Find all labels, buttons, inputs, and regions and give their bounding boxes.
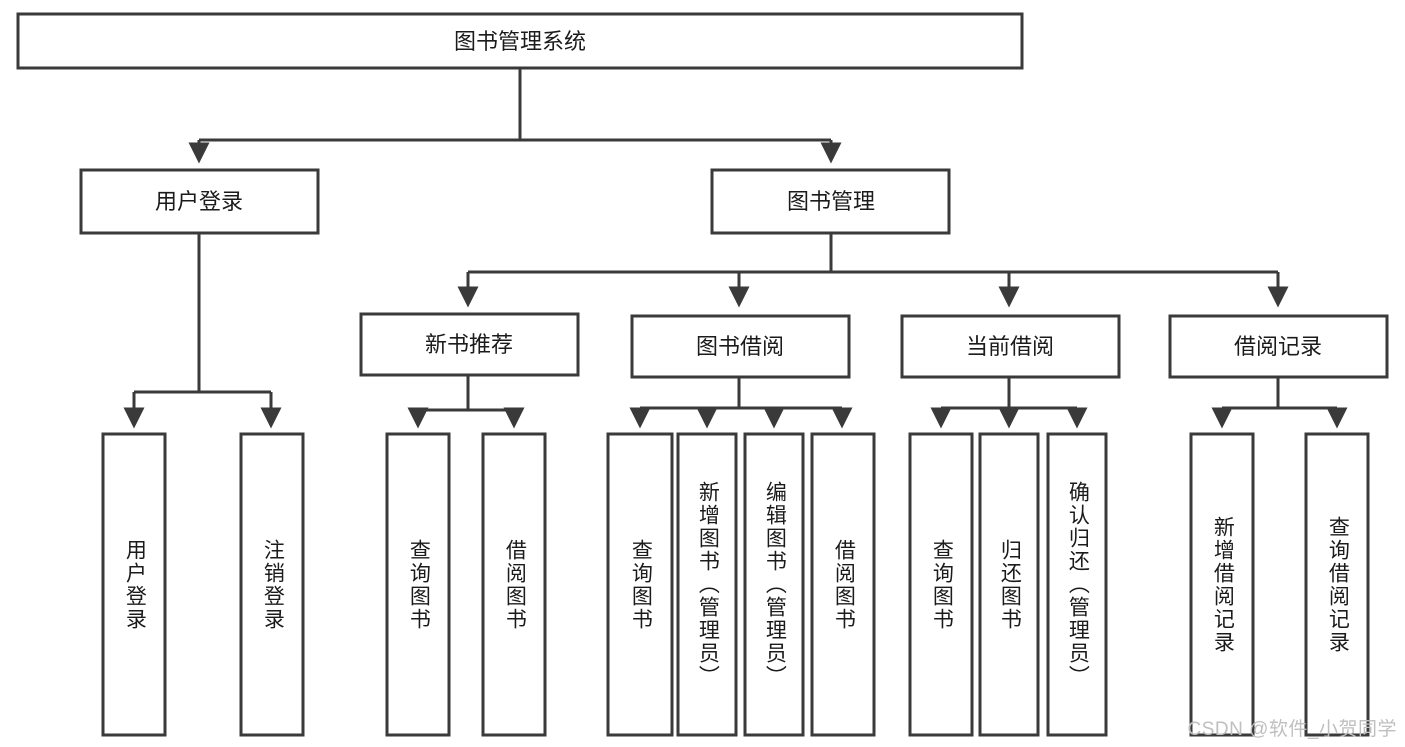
- watermark-text: CSDN @软件_小贺同学: [1187, 719, 1397, 740]
- level3-box-1[interactable]: [630, 314, 851, 379]
- level3-box-3[interactable]: [1168, 314, 1389, 379]
- leaf-box-9[interactable]: [978, 432, 1040, 737]
- connectors-book-mgmt-to-level3: [457, 233, 1289, 308]
- level3-label-2: 当前借阅: [966, 334, 1054, 359]
- level3-label-1: 图书借阅: [696, 334, 784, 359]
- leaf-boxes: [101, 432, 1370, 737]
- leaf-box-2[interactable]: [385, 432, 451, 737]
- leaf-box-8[interactable]: [908, 432, 974, 737]
- root-box[interactable]: [16, 12, 1024, 70]
- leaf-box-12[interactable]: [1304, 432, 1370, 737]
- leaf-box-4[interactable]: [606, 432, 674, 737]
- connectors-borrow-to-leaves: [629, 377, 853, 429]
- level2-box-1[interactable]: [710, 168, 951, 235]
- level3-box-0[interactable]: [359, 312, 580, 377]
- level2-label-0: 用户登录: [155, 189, 243, 214]
- connectors-user-login-to-leaves: [123, 233, 282, 429]
- node-root[interactable]: 图书管理系统: [16, 12, 1024, 70]
- level3-label-0: 新书推荐: [425, 332, 513, 357]
- node-book-borrow[interactable]: 图书借阅: [630, 314, 851, 379]
- node-borrow-records[interactable]: 借阅记录: [1168, 314, 1389, 379]
- leaf-box-10[interactable]: [1046, 432, 1108, 737]
- leaf-box-7[interactable]: [810, 432, 876, 737]
- node-current-borrow[interactable]: 当前借阅: [900, 314, 1121, 379]
- connectors-root-to-level2: [188, 68, 842, 164]
- level3-label-3: 借阅记录: [1234, 334, 1322, 359]
- leaf-box-11[interactable]: [1189, 432, 1255, 737]
- leaf-box-5[interactable]: [676, 432, 738, 737]
- level2-box-0[interactable]: [79, 168, 320, 235]
- connectors-current-to-leaves: [930, 377, 1088, 429]
- connectors-new-book-to-leaves: [407, 375, 525, 429]
- level3-box-2[interactable]: [900, 314, 1121, 379]
- leaf-box-0[interactable]: [101, 432, 167, 737]
- node-book-management[interactable]: 图书管理: [710, 168, 951, 235]
- node-new-book-recommend[interactable]: 新书推荐: [359, 312, 580, 377]
- leaf-box-6[interactable]: [743, 432, 805, 737]
- node-user-login[interactable]: 用户登录: [79, 168, 320, 235]
- root-label: 图书管理系统: [454, 29, 586, 54]
- level2-label-1: 图书管理: [787, 189, 875, 214]
- leaf-box-3[interactable]: [481, 432, 547, 737]
- leaf-box-1[interactable]: [239, 432, 305, 737]
- connectors-records-to-leaves: [1211, 377, 1348, 429]
